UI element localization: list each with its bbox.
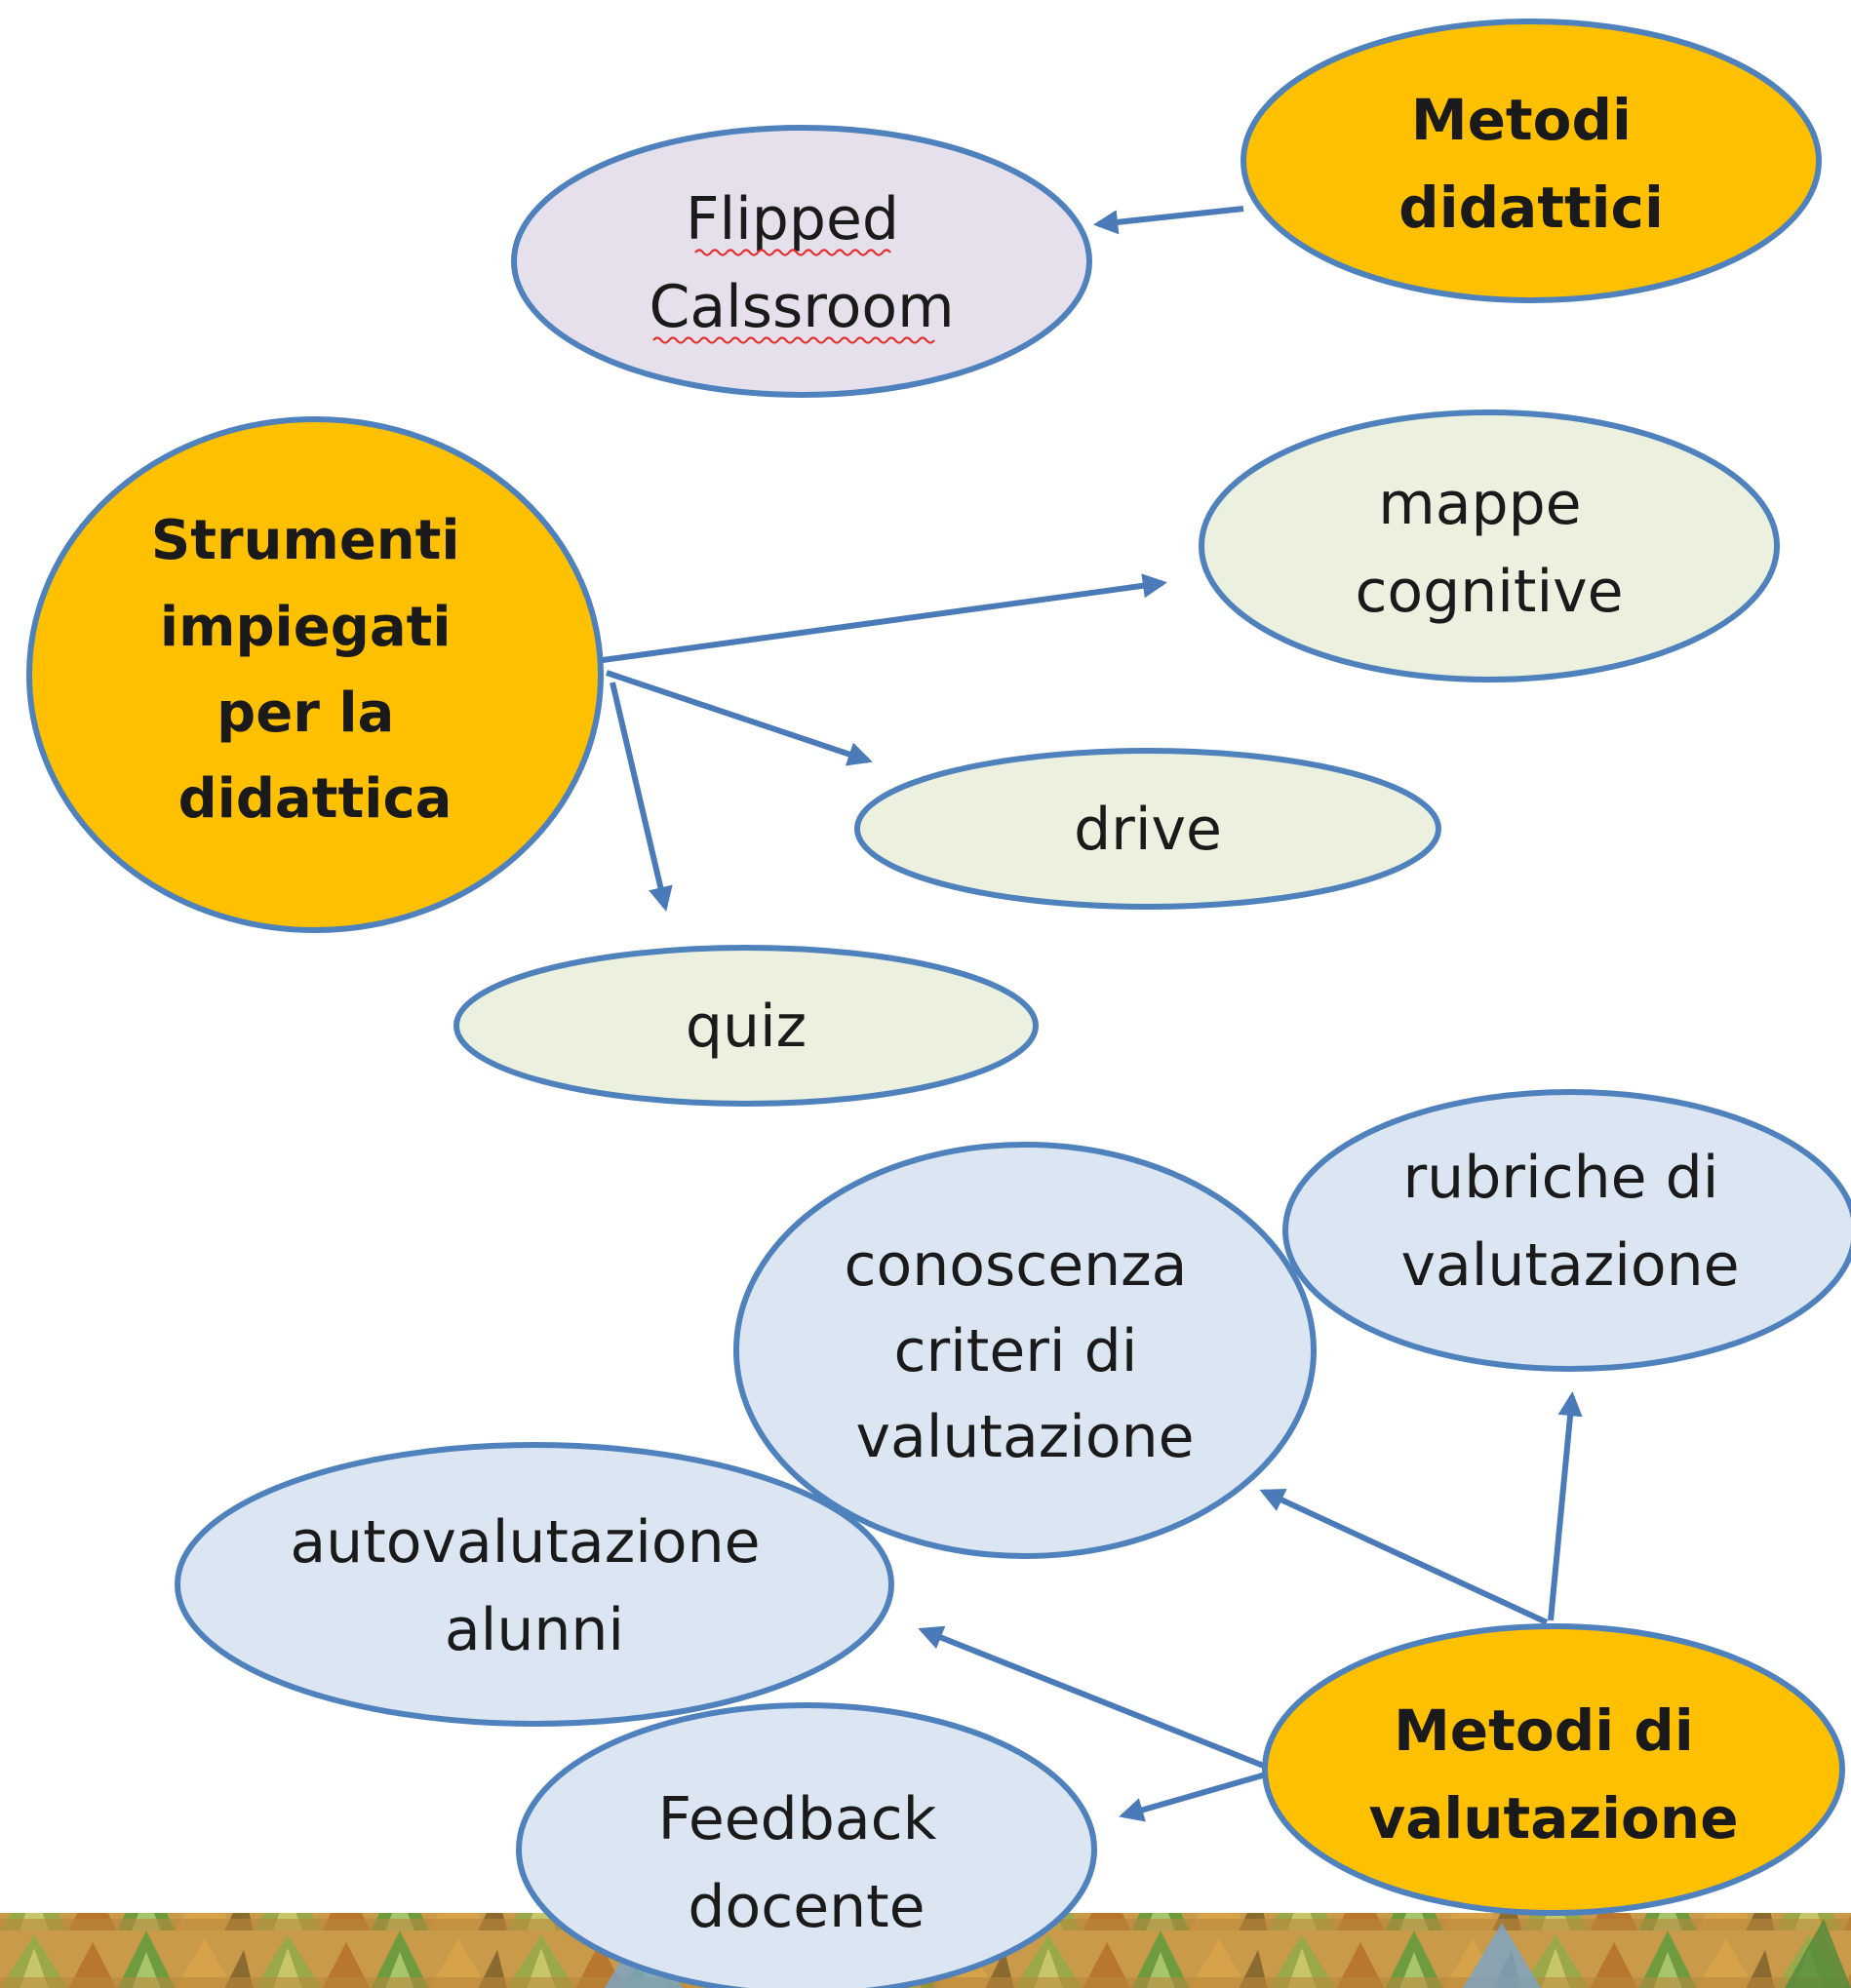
svg-text:rubriche di valutazione: rubriche di valutazione: [1400, 1144, 1739, 1300]
metodi-didattici-line-2: didattici: [1398, 175, 1664, 241]
autovalutazione-line-2: alunni: [445, 1596, 624, 1664]
arrow-metodi-valutazione-to-conoscenza: [1259, 1489, 1549, 1625]
node-metodi-didattici: Metodi didattici: [1241, 19, 1822, 303]
arrow-metodi-valutazione-to-feedback: [1119, 1772, 1267, 1822]
arrow-metodi-valutazione-to-autovalutazione: [918, 1625, 1268, 1770]
strumenti-line-2: impiegati: [160, 596, 452, 659]
svg-text:Flipped Calssroom: Flipped Calssroom: [649, 185, 954, 341]
feedback-line-1: Feedback: [658, 1785, 937, 1853]
mappe-line-1: mappe: [1378, 470, 1581, 538]
arrow-metodi-didattici-to-flipped: [1092, 206, 1244, 235]
svg-text:autovalutazione alunni: autovalutazione alunni: [290, 1508, 778, 1664]
spellcheck-underline-flipped: [694, 249, 891, 256]
svg-text:quiz: quiz: [686, 993, 807, 1061]
rubriche-line-1: rubriche di: [1403, 1144, 1719, 1212]
strumenti-line-1: Strumenti: [151, 509, 460, 572]
node-autovalutazione: autovalutazione alunni: [175, 1442, 894, 1727]
arrow-strumenti-to-mappe: [602, 573, 1167, 663]
svg-text:drive: drive: [1074, 796, 1222, 864]
mappe-line-2: cognitive: [1355, 558, 1623, 626]
feedback-line-2: docente: [688, 1873, 925, 1941]
node-rubriche: rubriche di valutazione: [1282, 1089, 1851, 1372]
flipped-line-2: Calssroom: [649, 273, 954, 341]
strumenti-line-3: per la: [217, 682, 394, 745]
node-drive: drive: [854, 748, 1441, 910]
node-strumenti-impiegati: Strumenti impiegati per la didattica: [26, 416, 604, 933]
drive-label: drive: [1074, 796, 1222, 864]
node-flipped-classroom: Flipped Calssroom: [511, 125, 1092, 398]
flipped-line-1: Flipped: [686, 185, 899, 253]
node-metodi-valutazione: Metodi di valutazione: [1262, 1623, 1845, 1916]
metodi-valutazione-line-2: valutazione: [1368, 1785, 1738, 1852]
arrow-strumenti-to-quiz: [610, 682, 673, 912]
connector-arrows: [602, 206, 1583, 1822]
conoscenza-line-3: valutazione: [855, 1403, 1194, 1471]
arrow-strumenti-to-drive: [606, 670, 873, 766]
svg-text:mappe cognitive: mappe cognitive: [1355, 470, 1623, 626]
svg-text:Strumenti impiegati: Strumenti impiegati per la didattica: [151, 509, 479, 831]
svg-text:Feedback docente: Feedback docente: [658, 1785, 956, 1941]
strumenti-line-4: didattica: [178, 767, 453, 831]
rubriche-line-2: valutazione: [1400, 1231, 1739, 1300]
conoscenza-line-2: criteri di: [893, 1317, 1137, 1385]
svg-text:Metodi di valutazione: Metodi di valutazione: [1368, 1697, 1738, 1852]
metodi-valutazione-line-1: Metodi di: [1394, 1697, 1694, 1764]
node-quiz: quiz: [453, 945, 1039, 1107]
quiz-label: quiz: [686, 993, 807, 1061]
node-mappe-cognitive: mappe cognitive: [1199, 409, 1780, 682]
spellcheck-underline-calssroom: [652, 336, 935, 344]
arrow-metodi-valutazione-to-rubriche: [1548, 1390, 1583, 1621]
conoscenza-line-1: conoscenza: [845, 1231, 1188, 1300]
svg-text:Metodi didattici: Metodi didattici: [1398, 87, 1664, 241]
svg-text:conoscenza criteri di: conoscenza criteri di valutazione: [845, 1231, 1206, 1471]
metodi-didattici-line-1: Metodi: [1411, 87, 1632, 153]
autovalutazione-line-1: autovalutazione: [290, 1508, 760, 1577]
node-feedback-docente: Feedback docente: [516, 1702, 1097, 1988]
node-conoscenza-criteri: conoscenza criteri di valutazione: [733, 1142, 1317, 1559]
